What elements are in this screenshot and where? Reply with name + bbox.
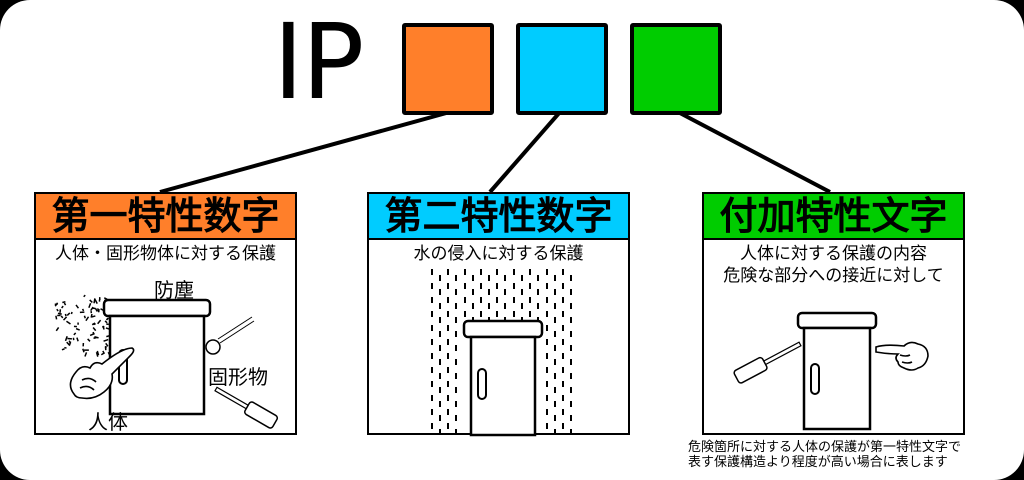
footnote: 危険箇所に対する人体の保護が第一特性文字で 表す保護構造より程度が高い場合に表し… (688, 440, 961, 470)
first-digit-box (402, 23, 494, 115)
human-body-label: 人体 (88, 410, 128, 434)
pointing-hand-icon (875, 341, 929, 371)
ip-prefix: IP (273, 1, 364, 123)
panel-subtitle: 人体・固形物体に対する保護 (55, 244, 276, 264)
panel-second-digit: 第二特性数字 水の侵入に対する保護 (367, 192, 630, 437)
panel-title: 第一特性数字 (36, 194, 295, 240)
screwdriver-icon (733, 341, 802, 384)
panel-title: 第二特性数字 (369, 194, 628, 240)
panel-subtitle: 水の侵入に対する保護 (413, 244, 584, 264)
enclosure-access-illustration (733, 311, 929, 431)
panel-additional-letter: 付加特性文字 人体に対する保護の内容 危険な部分への接近に対して (702, 192, 965, 435)
enclosure-water-illustration (431, 269, 572, 437)
solid-object-label: 固形物 (208, 365, 268, 389)
panel-first-digit: 第一特性数字 人体・固形物体に対する保護 防塵 固形物 人体 (34, 192, 297, 435)
panel-subtitle-line-1: 人体に対する保護の内容 (740, 244, 927, 264)
pointing-hand-icon (69, 347, 135, 400)
second-digit-box (516, 23, 608, 115)
enclosure-dust-solid-illustration (54, 294, 279, 429)
additional-letter-box (630, 23, 722, 115)
footnote-line-1: 危険箇所に対する人体の保護が第一特性文字で (688, 440, 962, 455)
dust-label: 防塵 (154, 278, 194, 302)
footnote-line-2: 表す保護構造より程度が高い場合に表します (688, 455, 948, 470)
panel-title: 付加特性文字 (704, 194, 963, 240)
panel-subtitle-line-2: 危険な部分への接近に対して (723, 266, 944, 286)
